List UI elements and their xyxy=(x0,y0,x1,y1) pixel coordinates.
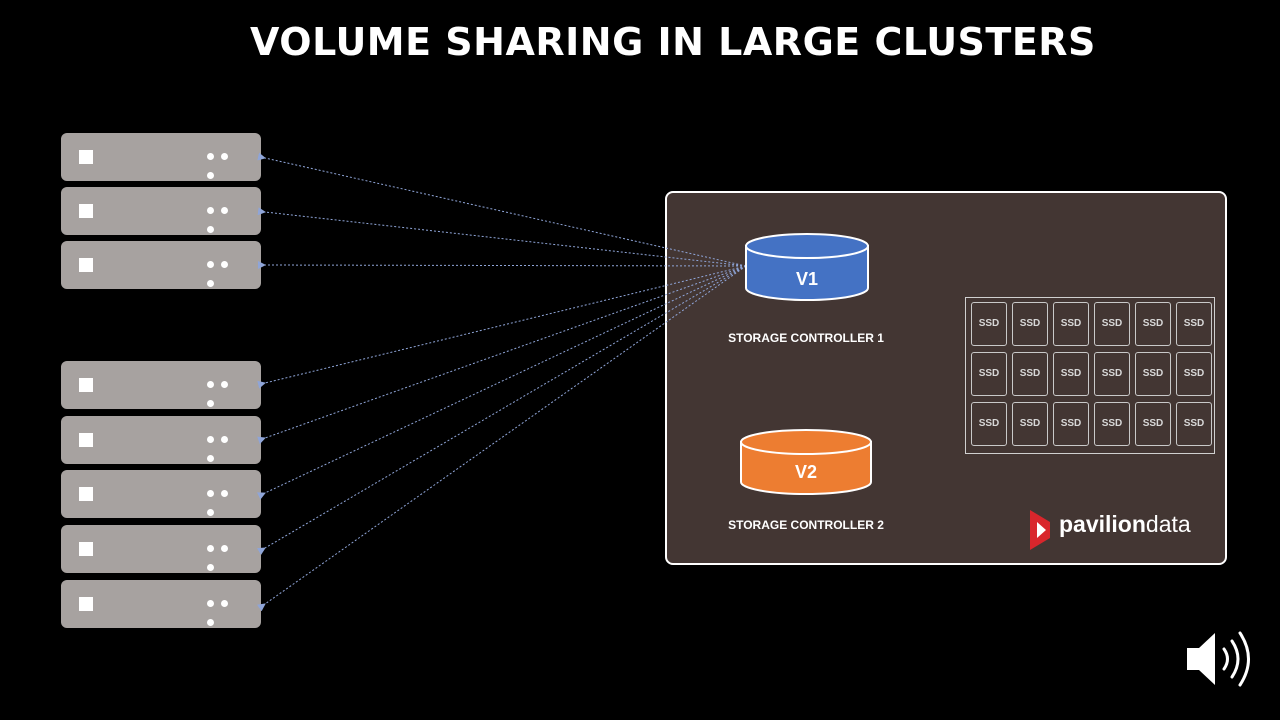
server-square-icon xyxy=(79,258,93,272)
ssd-drive: SSD xyxy=(971,302,1007,346)
volume-v1: V1 xyxy=(745,233,869,301)
link-line xyxy=(256,265,747,612)
brand-name-part2: data xyxy=(1145,511,1191,537)
link-line xyxy=(257,260,747,269)
server-square-icon xyxy=(79,433,93,447)
link-line xyxy=(257,265,747,389)
link-line xyxy=(257,265,747,445)
server-dots-icon xyxy=(207,145,247,179)
server-dots-icon xyxy=(207,592,247,626)
server-dots-icon xyxy=(207,199,247,233)
ssd-drive: SSD xyxy=(1176,302,1212,346)
server-1 xyxy=(61,133,261,181)
server-square-icon xyxy=(79,150,93,164)
server-dots-icon xyxy=(207,428,247,462)
server-5 xyxy=(61,416,261,464)
server-dots-icon xyxy=(207,537,247,571)
ssd-drive: SSD xyxy=(971,402,1007,446)
ssd-drive: SSD xyxy=(971,352,1007,396)
ssd-drive: SSD xyxy=(1135,402,1171,446)
link-line xyxy=(256,265,747,555)
volume-v2-label: V2 xyxy=(795,462,817,482)
ssd-drive: SSD xyxy=(1176,402,1212,446)
server-square-icon xyxy=(79,487,93,501)
pavilion-logo-icon xyxy=(1030,510,1050,550)
ssd-drive: SSD xyxy=(1053,352,1089,396)
ssd-drive: SSD xyxy=(1053,302,1089,346)
server-square-icon xyxy=(79,204,93,218)
server-square-icon xyxy=(79,378,93,392)
ssd-drive: SSD xyxy=(1094,352,1130,396)
link-line xyxy=(257,207,747,267)
ssd-drive: SSD xyxy=(1012,402,1048,446)
ssd-drive: SSD xyxy=(1012,352,1048,396)
server-4 xyxy=(61,361,261,409)
ssd-drive: SSD xyxy=(1176,352,1212,396)
server-2 xyxy=(61,187,261,235)
ssd-drive: SSD xyxy=(1094,402,1130,446)
server-3 xyxy=(61,241,261,289)
volume-v1-label: V1 xyxy=(796,269,818,289)
server-8 xyxy=(61,580,261,628)
storage-controller-2-label: STORAGE CONTROLLER 2 xyxy=(728,518,884,532)
link-line xyxy=(256,265,747,500)
server-dots-icon xyxy=(207,373,247,407)
server-dots-icon xyxy=(207,482,247,516)
brand-name-part1: pavilion xyxy=(1059,511,1146,537)
server-7 xyxy=(61,525,261,573)
link-line xyxy=(257,152,747,267)
ssd-drive: SSD xyxy=(1135,302,1171,346)
server-dots-icon xyxy=(207,253,247,287)
speaker-icon[interactable] xyxy=(1187,631,1250,687)
page-title: VOLUME SHARING IN LARGE CLUSTERS xyxy=(250,20,1096,64)
server-6 xyxy=(61,470,261,518)
ssd-drive: SSD xyxy=(1094,302,1130,346)
server-square-icon xyxy=(79,542,93,556)
storage-controller-1-label: STORAGE CONTROLLER 1 xyxy=(728,331,884,345)
ssd-drive: SSD xyxy=(1135,352,1171,396)
ssd-drive: SSD xyxy=(1012,302,1048,346)
ssd-drive: SSD xyxy=(1053,402,1089,446)
server-square-icon xyxy=(79,597,93,611)
volume-v2: V2 xyxy=(740,429,872,495)
